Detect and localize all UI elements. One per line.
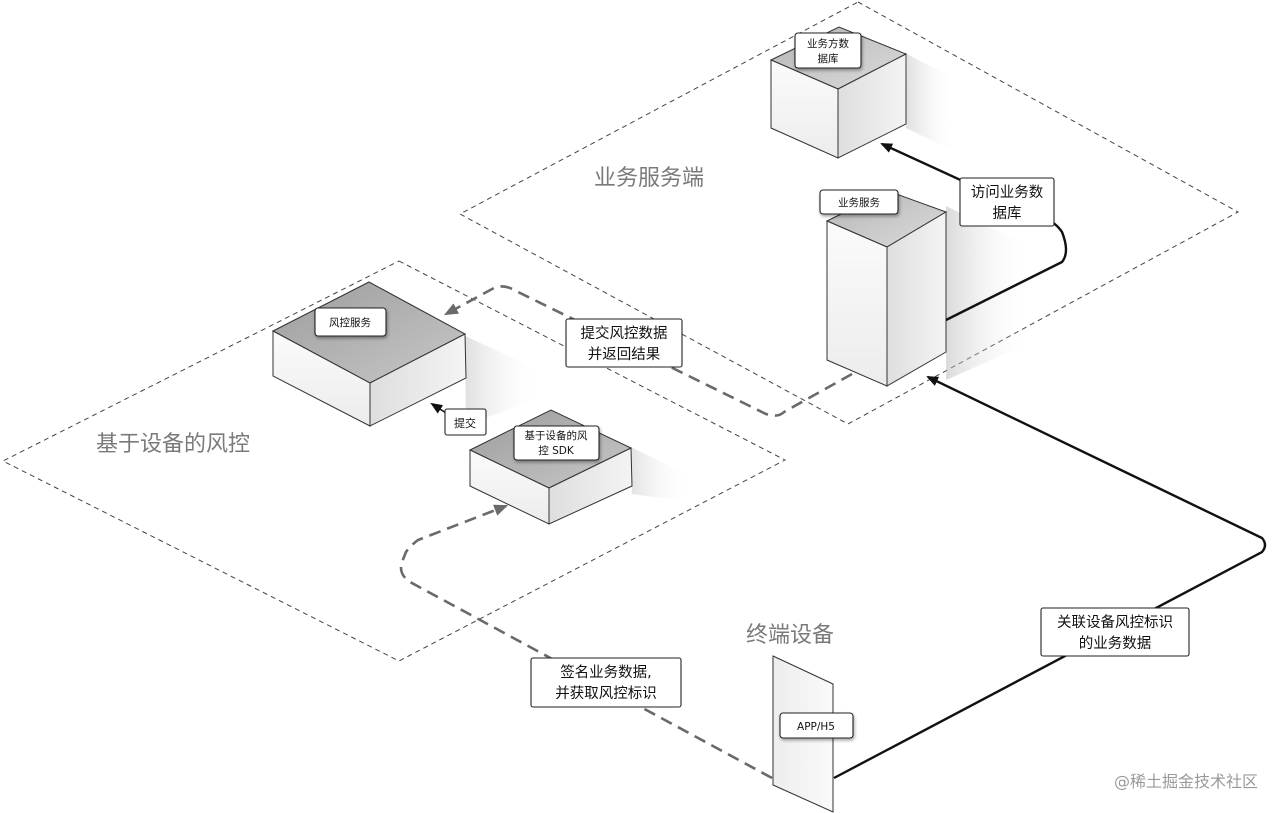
edge-access-db-tag: 访问业务数 据库 — [959, 177, 1055, 227]
edge-sign-data: 签名业务数据, 并获取风控标识 — [399, 504, 773, 780]
zone-device-risk-border — [1, 260, 787, 662]
edge-sign-data-label-line1: 签名业务数据, — [560, 664, 652, 681]
risk-sdk-node: 基于设备的风 控 SDK — [468, 409, 690, 525]
zone-device-risk: 基于设备的风控 — [1, 260, 787, 662]
app-label: APP/H5 — [797, 721, 835, 733]
business-database-node: 业务方数 据库 — [769, 26, 957, 159]
zone-business-server-border — [458, 1, 1240, 425]
edge-associate-tag: 关联设备风控标识 的业务数据 — [1040, 607, 1190, 657]
zone-device-risk-title: 基于设备的风控 — [96, 432, 250, 457]
risk-service-tag: 风控服务 — [314, 307, 387, 337]
zone-terminal-title: 终端设备 — [746, 623, 834, 648]
risk-service-label: 风控服务 — [329, 316, 371, 329]
edge-access-db-label-line1: 访问业务数 — [971, 184, 1044, 201]
business-service-tag: 业务服务 — [819, 189, 899, 215]
edge-submit-risk-label-line2: 并返回结果 — [588, 346, 661, 363]
edge-associate-label-line1: 关联设备风控标识 — [1057, 614, 1173, 631]
app-node: APP/H5 — [772, 655, 854, 813]
zone-business-server: 业务服务端 — [458, 1, 1240, 425]
edge-associate: 关联设备风控标识 的业务数据 — [833, 375, 1267, 780]
zone-business-server-title: 业务服务端 — [594, 166, 704, 191]
risk-sdk-label-line2: 控 SDK — [538, 444, 575, 457]
edge-sign-data-label-line2: 并获取风控标识 — [555, 685, 657, 702]
edge-submit: 提交 — [430, 402, 487, 436]
business-service-node: 业务服务 — [819, 189, 1032, 387]
risk-sdk-label-line1: 基于设备的风 — [525, 429, 588, 442]
business-database-label-line2: 据库 — [818, 52, 839, 65]
edge-submit-label: 提交 — [454, 416, 476, 430]
business-service-label: 业务服务 — [838, 196, 880, 209]
edge-associate-label-line2: 的业务数据 — [1079, 635, 1152, 652]
watermark: @稀土掘金技术社区 — [1114, 772, 1258, 791]
risk-sdk-tag: 基于设备的风 控 SDK — [513, 425, 600, 461]
risk-service-node: 风控服务 — [271, 281, 540, 427]
edge-submit-risk: 提交风控数据 并返回结果 — [443, 285, 853, 417]
edge-submit-risk-tag: 提交风控数据 并返回结果 — [565, 318, 683, 368]
zone-terminal: 终端设备 — [746, 623, 834, 648]
edge-access-db-label-line2: 据库 — [993, 205, 1022, 222]
edge-associate-line — [833, 375, 1267, 780]
app-tag: APP/H5 — [779, 712, 854, 739]
edge-access-db: 访问业务数 据库 — [880, 142, 1068, 322]
business-database-tag: 业务方数 据库 — [794, 32, 862, 69]
edge-submit-tag: 提交 — [444, 408, 487, 436]
edge-sign-data-line — [399, 504, 773, 780]
edge-sign-data-tag: 签名业务数据, 并获取风控标识 — [530, 657, 682, 708]
business-database-label-line1: 业务方数 — [807, 37, 849, 50]
edge-submit-risk-label-line1: 提交风控数据 — [581, 324, 668, 342]
